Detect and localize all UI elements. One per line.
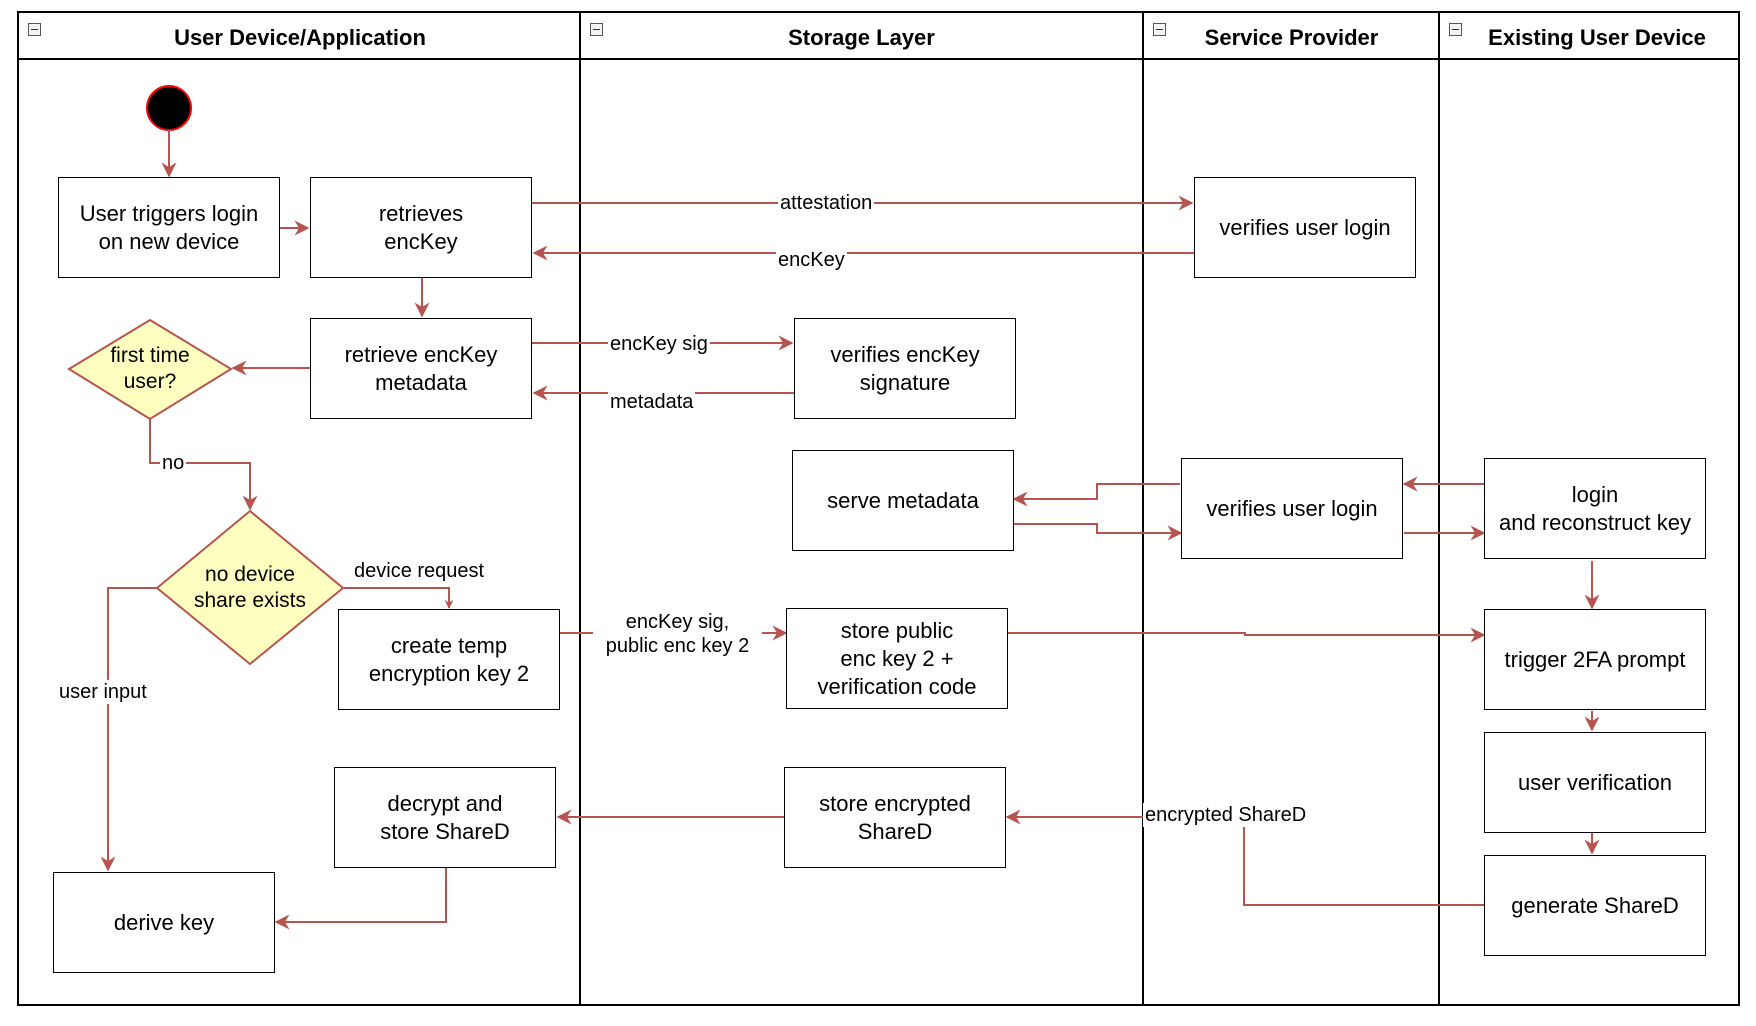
- edge-device-request: [343, 587, 454, 609]
- edge-verify2-to-serve: [1012, 483, 1180, 507]
- edge-encrypted-shared: [1005, 809, 1484, 906]
- swimlane-frame: [17, 11, 1740, 1006]
- start-node: [146, 85, 192, 131]
- edge-no: [149, 419, 258, 511]
- edge-decrypt-to-derive: [274, 866, 447, 930]
- decision-no-device-share-shape: [155, 509, 345, 666]
- edge-serve-to-verify2: [1012, 523, 1183, 541]
- edge-store-to-2fa: [1008, 627, 1486, 643]
- edge-user-input: [100, 587, 157, 872]
- decision-first-time-user-shape: [67, 318, 233, 421]
